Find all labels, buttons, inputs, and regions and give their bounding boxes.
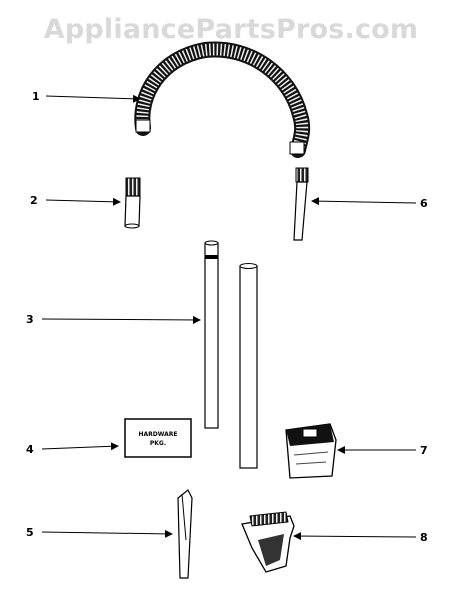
leader-4	[41, 442, 119, 451]
hardware-package-label-1: HARDWARE	[139, 431, 178, 438]
callout-7: 7	[420, 444, 428, 457]
callout-3: 3	[26, 313, 34, 326]
part-5-crevice-tool[interactable]	[177, 489, 193, 579]
callout-8: 8	[420, 531, 428, 544]
part-3-wand-right[interactable]	[239, 263, 258, 469]
leader-3	[41, 315, 201, 324]
leader-lines	[41, 94, 417, 541]
leader-8	[293, 532, 417, 541]
part-4-hardware-package[interactable]: HARDWARE PKG.	[124, 418, 192, 458]
part-8-nozzle[interactable]	[241, 511, 295, 573]
watermark-text: AppliancePartsPros.com	[43, 14, 419, 45]
part-1-hose[interactable]	[134, 41, 311, 158]
callout-numbers: 1 2 3 4 5 6 7 8	[26, 90, 428, 544]
callout-6: 6	[420, 197, 428, 210]
leader-2	[45, 197, 121, 206]
hardware-package-label-2: PKG.	[150, 440, 166, 447]
callout-1: 1	[32, 90, 40, 103]
part-2-hose-cuff[interactable]	[124, 177, 141, 229]
callout-2: 2	[30, 194, 38, 207]
leader-6	[311, 197, 417, 206]
part-6-hose-cuff[interactable]	[293, 167, 309, 241]
leader-5	[41, 529, 173, 538]
callout-4: 4	[26, 443, 34, 456]
leader-1	[45, 94, 141, 103]
part-7-dust-bag[interactable]	[285, 423, 337, 479]
callout-5: 5	[26, 526, 34, 539]
part-3-wand-left[interactable]	[204, 240, 219, 429]
